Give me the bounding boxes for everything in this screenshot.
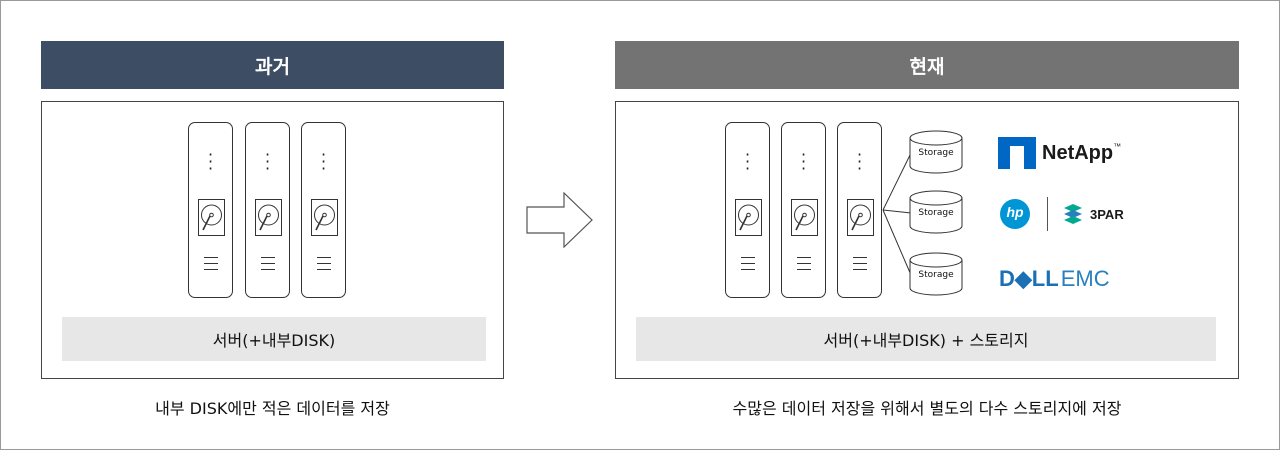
now-header: 현재 bbox=[615, 41, 1239, 89]
now-panel: ··· ··· ··· bbox=[615, 101, 1239, 379]
dots-icon: ··· bbox=[264, 145, 271, 178]
dots-icon: ··· bbox=[207, 145, 214, 178]
hard-disk-icon bbox=[311, 199, 338, 236]
vent-lines-icon bbox=[204, 257, 218, 275]
past-caption: 내부 DISK에만 적은 데이터를 저장 bbox=[155, 399, 390, 418]
server: ··· bbox=[837, 122, 882, 298]
hp-wordmark: hp bbox=[1006, 204, 1024, 220]
vent-lines-icon bbox=[741, 257, 755, 275]
storage-connector bbox=[882, 152, 912, 276]
past-label: 서버(+내부DISK) bbox=[62, 317, 486, 361]
vent-lines-icon bbox=[261, 257, 275, 275]
storage-cylinder: Storage bbox=[909, 190, 963, 234]
server: ··· bbox=[301, 122, 346, 298]
3par-wordmark: 3PAR bbox=[1090, 206, 1124, 222]
hard-disk-icon bbox=[791, 199, 818, 236]
logo-divider bbox=[1047, 197, 1048, 231]
vent-lines-icon bbox=[853, 257, 867, 275]
now-label: 서버(+내부DISK) + 스토리지 bbox=[636, 317, 1216, 361]
dell-emc-logo: D◆LL EMC bbox=[999, 262, 1110, 296]
arrow-right-icon bbox=[526, 192, 593, 248]
storage-label: Storage bbox=[918, 208, 954, 218]
dots-icon: ··· bbox=[856, 145, 863, 178]
server: ··· bbox=[725, 122, 770, 298]
server: ··· bbox=[188, 122, 233, 298]
storage-cylinder: Storage bbox=[909, 252, 963, 296]
hard-disk-icon bbox=[847, 199, 874, 236]
hard-disk-icon bbox=[255, 199, 282, 236]
3par-mark-icon bbox=[1064, 204, 1082, 224]
server: ··· bbox=[781, 122, 826, 298]
database-icon bbox=[909, 190, 963, 234]
netapp-wordmark: NetApp bbox=[1042, 141, 1114, 164]
hard-disk-icon bbox=[198, 199, 225, 236]
dots-icon: ··· bbox=[320, 145, 327, 178]
database-icon bbox=[909, 130, 963, 174]
hp-3par-logo: hp 3PAR bbox=[999, 197, 1124, 231]
now-caption: 수많은 데이터 저장을 위해서 별도의 다수 스토리지에 저장 bbox=[732, 399, 1122, 418]
dots-icon: ··· bbox=[744, 145, 751, 178]
storage-label: Storage bbox=[918, 270, 954, 280]
dots-icon: ··· bbox=[800, 145, 807, 178]
hard-disk-icon bbox=[735, 199, 762, 236]
netapp-logo: NetApp ™ bbox=[998, 136, 1121, 170]
past-panel: ··· ··· ··· 서버(+내부DISK) bbox=[41, 101, 504, 379]
dell-wordmark: D◆LL bbox=[999, 266, 1059, 291]
database-icon bbox=[909, 252, 963, 296]
server: ··· bbox=[245, 122, 290, 298]
storage-label: Storage bbox=[918, 148, 954, 158]
past-header: 과거 bbox=[41, 41, 504, 89]
storage-cylinder: Storage bbox=[909, 130, 963, 174]
netapp-mark-icon bbox=[998, 137, 1036, 169]
netapp-trademark: ™ bbox=[1113, 142, 1122, 151]
vent-lines-icon bbox=[797, 257, 811, 275]
vent-lines-icon bbox=[317, 257, 331, 275]
hp-mark-icon bbox=[1000, 199, 1030, 229]
emc-wordmark: EMC bbox=[1060, 266, 1110, 291]
